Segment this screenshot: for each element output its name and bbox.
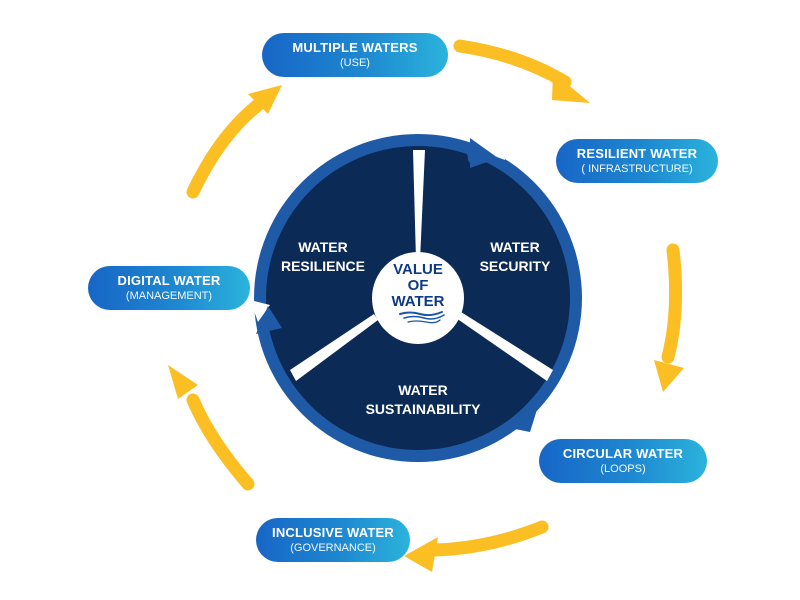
ring-arrowhead-bottom-right — [510, 400, 540, 432]
cycle-arrows — [168, 39, 684, 572]
pill-title: CIRCULAR WATER — [562, 446, 684, 461]
separator-left — [290, 314, 378, 381]
center-label: VALUE OF WATER — [373, 262, 463, 310]
pill-subtitle: (MANAGEMENT) — [125, 290, 213, 302]
pill-subtitle: (GOVERNANCE) — [290, 542, 376, 554]
pill-title: INCLUSIVE WATER — [272, 525, 394, 540]
segment-label-security: WATER SECURITY — [460, 238, 570, 276]
ring-arrowhead-top-right — [470, 138, 498, 168]
segment-label-resilience: WATER RESILIENCE — [268, 238, 378, 276]
arrowhead-circular-to-inclusive — [404, 537, 438, 572]
arrowhead-digital-to-multiple — [248, 85, 282, 114]
arrow-digital-to-multiple — [186, 98, 265, 199]
arrow-multiple-to-resilient — [453, 39, 572, 89]
segment-label-sustainability: WATER SUSTAINABILITY — [353, 381, 493, 419]
segment-separators — [290, 150, 553, 381]
arrow-resilient-to-circular — [661, 243, 683, 364]
pill-subtitle: (USE) — [340, 57, 370, 69]
arrow-inclusive-to-digital — [186, 393, 255, 491]
pill-resilient-water: RESILIENT WATER ( INFRASTRUCTURE) — [556, 139, 718, 183]
segment-label-line: SECURITY — [479, 258, 551, 274]
arrowhead-multiple-to-resilient — [552, 72, 590, 103]
arrowhead-inclusive-to-digital — [168, 365, 198, 399]
segment-label-line: SUSTAINABILITY — [365, 401, 481, 417]
center-label-line: OF — [407, 277, 429, 294]
separator-top — [413, 150, 425, 260]
ring-gaps — [250, 132, 552, 438]
segment-label-line: WATER — [298, 239, 348, 255]
segment-label-line: RESILIENCE — [280, 258, 365, 274]
pill-title: DIGITAL WATER — [117, 273, 221, 288]
pill-circular-water: CIRCULAR WATER (LOOPS) — [539, 439, 707, 483]
segment-label-line: WATER — [490, 239, 540, 255]
pill-multiple-waters: MULTIPLE WATERS (USE) — [262, 33, 448, 77]
pill-inclusive-water: INCLUSIVE WATER (GOVERNANCE) — [256, 518, 410, 562]
segment-label-line: WATER — [398, 382, 448, 398]
center-circle — [372, 252, 464, 344]
center-label-line: WATER — [391, 293, 445, 310]
pill-digital-water: DIGITAL WATER (MANAGEMENT) — [88, 266, 250, 310]
center-label-line: VALUE — [393, 261, 443, 278]
pill-title: MULTIPLE WATERS — [292, 40, 418, 55]
water-wave-icon — [399, 311, 445, 324]
ring-arrowhead-left — [256, 306, 282, 334]
separator-right — [456, 312, 553, 381]
pill-subtitle: (LOOPS) — [600, 463, 646, 475]
arrow-circular-to-inclusive — [428, 520, 549, 557]
pill-subtitle: ( INFRASTRUCTURE) — [581, 163, 693, 175]
pill-title: RESILIENT WATER — [576, 146, 698, 161]
arrowhead-resilient-to-circular — [654, 360, 684, 392]
